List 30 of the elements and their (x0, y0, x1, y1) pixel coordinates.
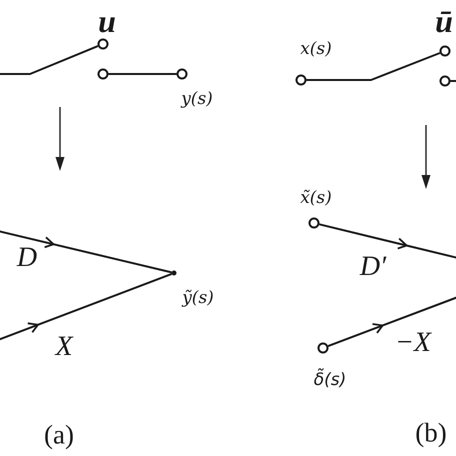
edge-label: D′ (360, 250, 386, 284)
connector-line (0, 45, 98, 75)
terminal-circle (318, 342, 328, 354)
signal-label: u (98, 2, 116, 40)
panel-label: (a) (44, 422, 74, 448)
signal-label: ỹ(s) (182, 288, 214, 308)
connector-line (108, 73, 176, 75)
terminal-circle (440, 46, 450, 56)
terminal-circle (176, 68, 188, 80)
branch-arrow (0, 272, 172, 341)
signal-label: x(s) (300, 38, 332, 60)
edge-label: X (55, 330, 73, 364)
terminal-circle (308, 218, 320, 228)
signal-label: ū (435, 2, 453, 40)
junction-dot (172, 270, 176, 276)
signal-label: δ̃(s) (314, 370, 346, 390)
terminal-circle (296, 74, 306, 86)
branch-arrow (328, 296, 456, 348)
branch-arrow (0, 230, 172, 274)
connector-line (306, 52, 440, 81)
branch-arrow (319, 223, 456, 259)
signal-label: y(s) (181, 88, 213, 110)
edge-label: D (16, 241, 38, 275)
panel-label: (b) (415, 420, 447, 446)
edge-label: −X (395, 326, 431, 360)
signal-label: x̃(s) (300, 188, 332, 208)
terminal-circle (440, 76, 450, 86)
terminal-circle (98, 38, 108, 50)
terminal-circle (98, 68, 108, 80)
connector-line (450, 80, 456, 82)
